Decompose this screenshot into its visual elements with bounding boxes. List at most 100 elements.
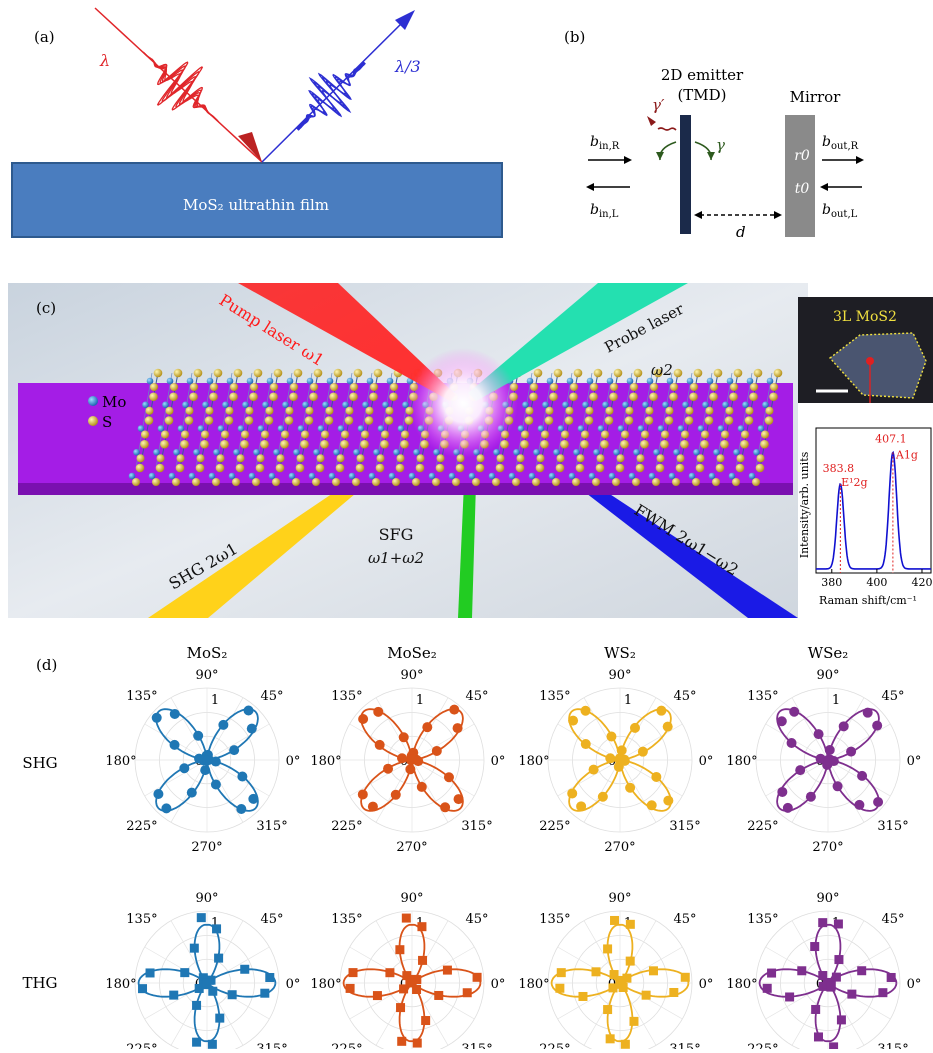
polar-data-point (179, 763, 190, 774)
mo-atom (313, 448, 320, 456)
s-atom (244, 416, 254, 425)
polar-data-point (193, 730, 204, 741)
polar-data-point (617, 979, 627, 989)
s-atom (321, 430, 329, 439)
polar-data-point (580, 705, 591, 716)
s-atom (396, 454, 405, 463)
s-atom (261, 430, 269, 439)
s-atom (345, 406, 354, 415)
polar-data-point (832, 781, 843, 792)
s-atom (281, 430, 289, 439)
signal-wavepacket (295, 61, 366, 131)
s-atom (455, 463, 465, 473)
polar-data-point (145, 968, 155, 978)
s-atom (152, 478, 160, 486)
polar-data-point (648, 966, 658, 976)
s-atom (704, 416, 714, 425)
mo-atom (597, 425, 605, 432)
panel-a-illustration: (a) MoS₂ ultrathin film λ λ/3 (11, 7, 503, 238)
polar-data-point (805, 791, 816, 802)
mo-atom (566, 377, 574, 385)
s-atom (624, 416, 634, 425)
polar-angle-label: 0° (699, 754, 714, 769)
decay-wave (657, 127, 677, 131)
polar-data-point (169, 708, 180, 719)
row-label-shg: SHG (22, 754, 57, 772)
raman-x-tick-label: 420 (911, 576, 932, 589)
s-atom (524, 416, 534, 425)
mo-atom (162, 401, 169, 409)
polar-grid-spoke (557, 759, 621, 797)
s-atom (515, 463, 525, 473)
polar-data-point (215, 1013, 225, 1023)
polar-data-point (886, 972, 896, 982)
s-atom (201, 430, 209, 439)
s-atom (609, 392, 618, 402)
mo-atom (468, 472, 476, 480)
s-atom (381, 430, 389, 439)
s-atom (340, 439, 349, 449)
polar-data-point (847, 989, 857, 999)
mo-atom (357, 425, 365, 432)
polar-data-point (651, 771, 662, 782)
panel-a-label: (a) (34, 28, 55, 46)
s-atom (593, 368, 603, 378)
polar-data-point (872, 720, 883, 731)
mo-atom (686, 377, 694, 385)
s-atom (540, 439, 549, 449)
s-atom (241, 430, 249, 439)
s-atom (756, 454, 765, 463)
mo-atom (177, 425, 185, 432)
s-atom (569, 392, 578, 402)
polar-angle-label: 135° (331, 912, 362, 927)
polar-angle-label: 45° (466, 912, 489, 927)
s-atom (675, 463, 685, 473)
polar-angle-label: 45° (261, 912, 284, 927)
s-atom (621, 430, 629, 439)
mo-atom (673, 448, 680, 456)
polar-angle-label: 135° (747, 689, 778, 704)
polar-data-point (818, 971, 828, 981)
mo-atom (268, 472, 276, 480)
s-atom (353, 368, 363, 378)
polar-data-point (192, 1037, 202, 1047)
mo-atom (548, 472, 556, 480)
polar-data-point (854, 799, 865, 810)
s-atom (740, 439, 749, 449)
s-atom (320, 439, 329, 449)
polar-grid-spoke (375, 697, 413, 761)
raman-xlabel: Raman shift/cm⁻¹ (819, 594, 917, 607)
s-atom (236, 454, 245, 463)
polar-angle-label: 45° (674, 912, 697, 927)
mo-atom (377, 425, 385, 432)
sfg-beam (458, 483, 476, 618)
polar-data-point (214, 953, 224, 963)
mo-atom (202, 401, 209, 409)
s-atom (181, 430, 189, 439)
mo-atom (706, 377, 714, 385)
mo-atom (697, 425, 705, 432)
polar-data-point (597, 791, 608, 802)
mo-atom (568, 472, 576, 480)
mo-atom (737, 425, 745, 432)
thg-polar-plot: 90°45°0°315°270°225°180°135°01 (518, 891, 713, 1053)
s-atom (492, 478, 500, 486)
polar-grid-spoke (170, 697, 208, 761)
s-atom (689, 392, 698, 402)
polar-data-point (265, 973, 275, 983)
s-atom (235, 463, 245, 473)
distance-arrow-right (774, 211, 782, 219)
mo-atom (397, 425, 405, 432)
s-atom (476, 454, 485, 463)
s-atom (356, 454, 365, 463)
panel-c-label: (c) (36, 299, 56, 317)
s-atom (352, 478, 360, 486)
polar-grid-spoke (411, 759, 475, 797)
mo-atom (688, 472, 696, 480)
bin-L-label: bin,L (590, 202, 619, 220)
polar-angle-label: 135° (126, 689, 157, 704)
s-atom (564, 416, 574, 425)
mo-atom (537, 425, 545, 432)
mo-atom (226, 377, 234, 385)
mo-atom (173, 448, 180, 456)
